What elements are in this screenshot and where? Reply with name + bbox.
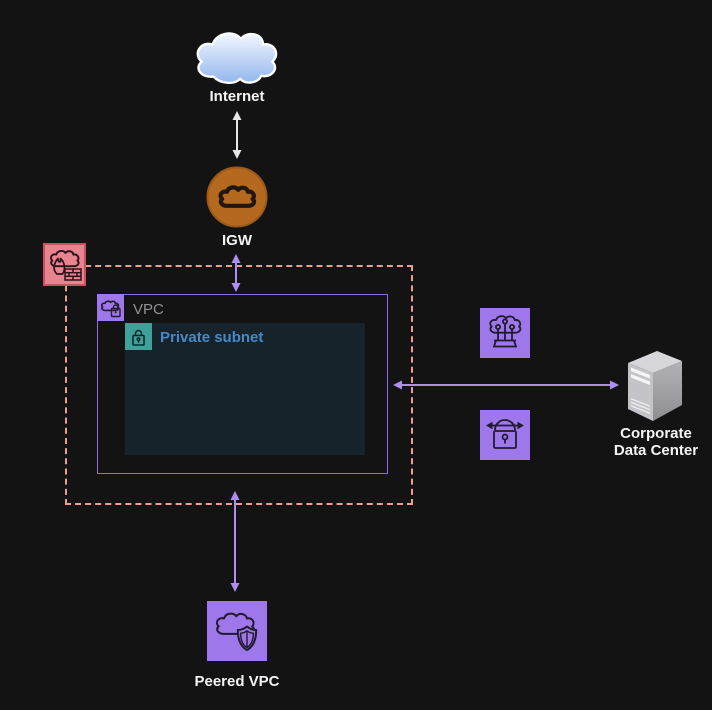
private-subnet-lock-icon[interactable] bbox=[125, 323, 152, 350]
vpc-peering-cloud-shield-icon[interactable] bbox=[207, 601, 267, 661]
vpc-peered-arrow[interactable] bbox=[227, 491, 243, 592]
corporate-data-center-label: Corporate Data Center bbox=[613, 425, 699, 459]
internet-gateway-icon[interactable] bbox=[206, 166, 268, 228]
peered-vpc-label: Peered VPC bbox=[194, 673, 280, 690]
igw-vpc-arrow[interactable] bbox=[228, 254, 244, 292]
internet-cloud-icon[interactable] bbox=[190, 27, 284, 87]
vpc-cloud-lock-icon[interactable] bbox=[97, 294, 124, 321]
vpn-corporate-arrow[interactable] bbox=[393, 377, 619, 393]
vpn-gateway-icon[interactable] bbox=[480, 308, 530, 358]
private-subnet-label: Private subnet bbox=[160, 329, 264, 346]
internet-igw-arrow[interactable] bbox=[229, 111, 245, 159]
internet-label: Internet bbox=[209, 88, 265, 105]
network-firewall-icon[interactable] bbox=[43, 243, 86, 286]
server-tower-icon[interactable] bbox=[616, 348, 694, 424]
private-subnet-container[interactable] bbox=[125, 323, 365, 455]
igw-label: IGW bbox=[222, 232, 252, 249]
site-to-site-vpn-icon[interactable] bbox=[480, 410, 530, 460]
vpc-container[interactable] bbox=[97, 294, 388, 474]
vpc-label: VPC bbox=[133, 301, 164, 318]
